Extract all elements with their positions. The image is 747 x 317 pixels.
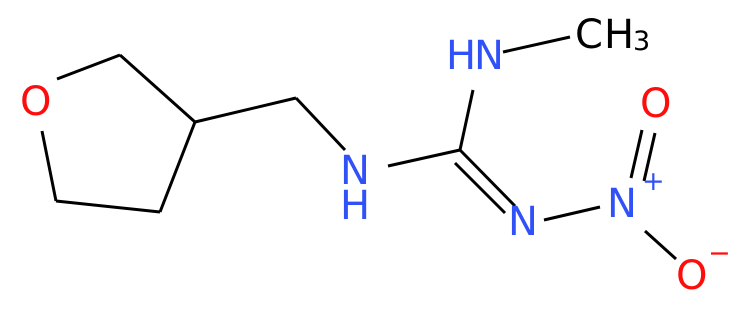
ring-oxygen-label: O [20, 79, 51, 125]
imine-nitrogen-label: N [508, 199, 538, 245]
bond-center-nhtop [458, 89, 475, 151]
bond-center-imine-1 [458, 148, 517, 208]
bond-ring-c4-c5 [55, 199, 161, 214]
methyl-subscript: 3 [633, 26, 650, 57]
bond-center-imine-2 [453, 161, 507, 215]
bond-nitro-o-top-1 [629, 129, 644, 179]
methyl-carbon-label: C [575, 12, 603, 58]
bond-nhtop-ch3 [502, 35, 571, 54]
bond-nitro-o-top-2 [642, 132, 657, 182]
bond-ch2-nh [294, 96, 347, 152]
amine-h-top-label: H [446, 33, 476, 79]
nitro-nitrogen-label: N [607, 181, 637, 227]
bond-imine-nitro [543, 205, 601, 222]
nitro-oxygen-top-label: O [640, 81, 671, 127]
bond-nitro-o-bottom [643, 229, 678, 261]
nitro-oxygen-bottom-label: O [676, 253, 707, 299]
amine-n-top-label: N [474, 33, 504, 79]
bond-ring-c5-o [40, 130, 58, 202]
methyl-hydrogen-label: H [604, 12, 634, 58]
bond-nh-center [387, 148, 461, 168]
bond-c3-ch2 [194, 96, 297, 124]
nitro-nitrogen-charge: + [642, 166, 665, 197]
amine-h-left-label: H [340, 183, 370, 229]
bond-ring-c2-c3 [119, 53, 196, 124]
bond-ring-c3-c4 [158, 121, 197, 213]
bond-ring-o-c2 [56, 53, 121, 81]
amine-n-left-label: N [340, 148, 370, 194]
nitro-oxygen-charge: − [708, 238, 731, 269]
